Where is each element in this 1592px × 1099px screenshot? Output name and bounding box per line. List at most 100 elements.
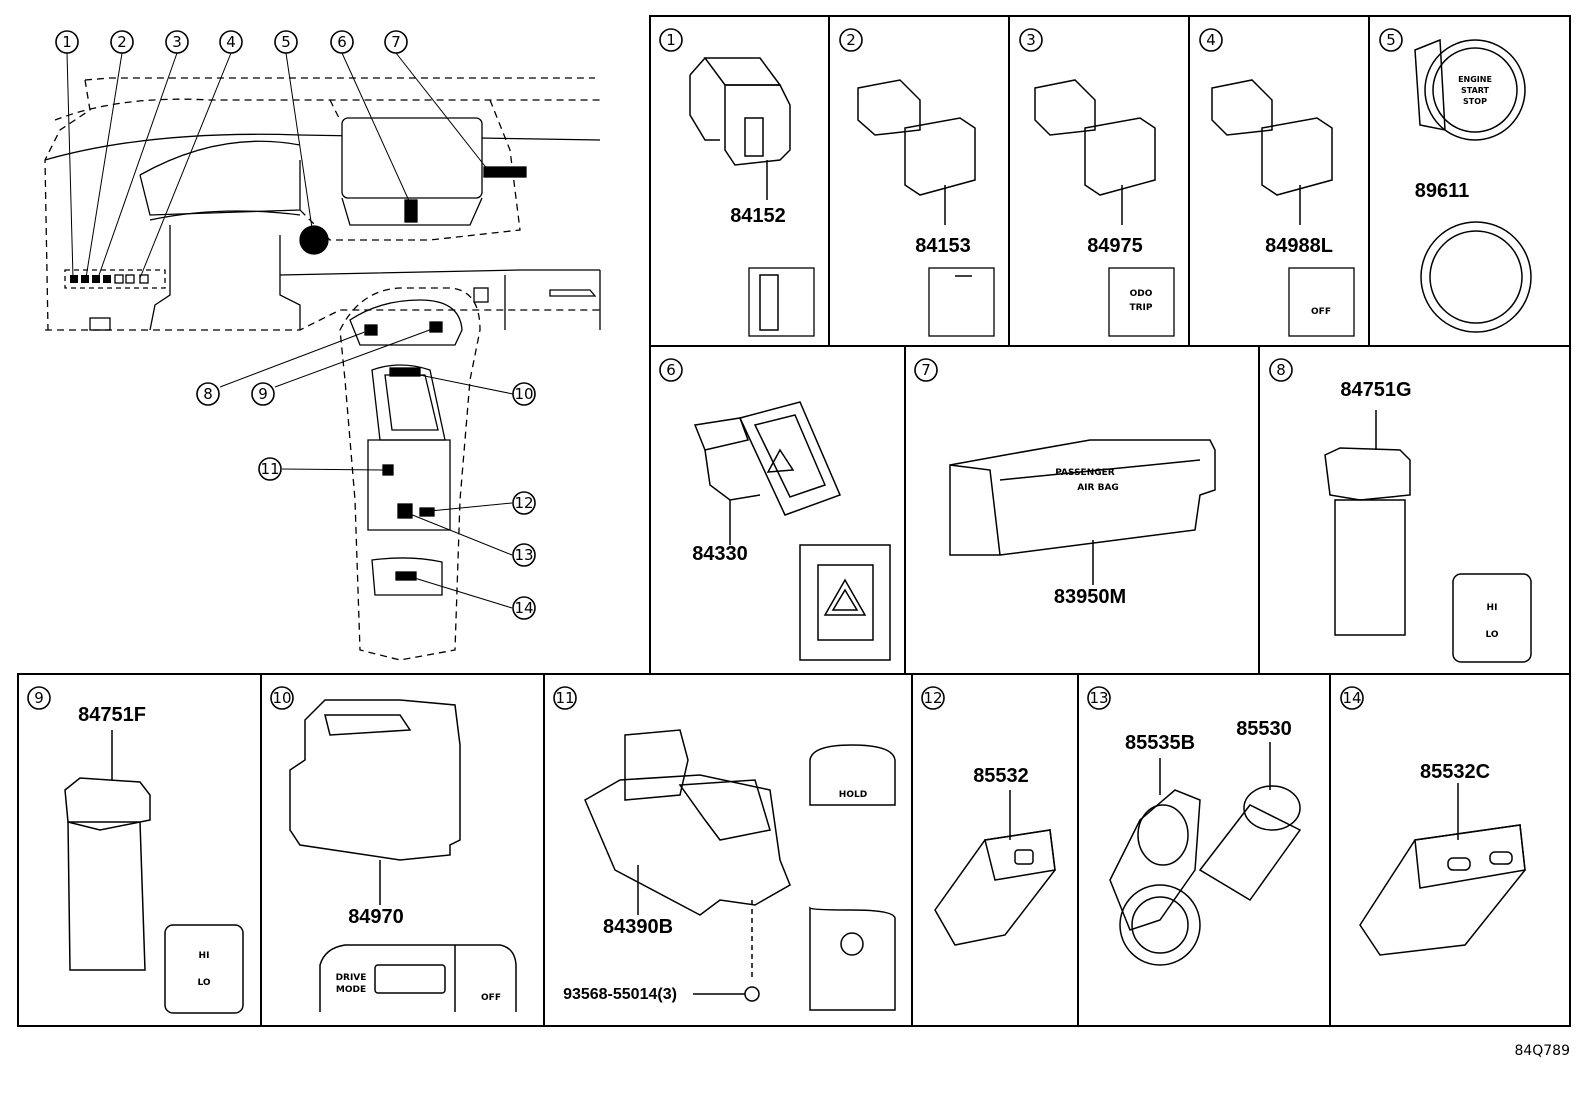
svg-text:1: 1 xyxy=(666,31,676,49)
svg-text:5: 5 xyxy=(1386,31,1396,49)
panel-callout-2: 2 xyxy=(839,28,863,52)
panel-callout-5: 5 xyxy=(1379,28,1403,52)
part-drawing-84988L xyxy=(1211,79,1355,337)
overview-callout-13: 13 xyxy=(512,543,536,567)
panel-callout-7: 7 xyxy=(914,358,938,382)
svg-text:6: 6 xyxy=(666,361,676,379)
svg-text:11: 11 xyxy=(555,689,574,707)
panel-callout-11: 11 xyxy=(553,686,577,710)
svg-text:8: 8 xyxy=(1276,361,1286,379)
part-number-3: 84975 xyxy=(1087,235,1143,257)
icon-label-5-2: STOP xyxy=(1463,97,1487,106)
overview-callout-4: 4 xyxy=(219,30,243,54)
panel-callout-6: 6 xyxy=(659,358,683,382)
overview-callout-6: 6 xyxy=(330,30,354,54)
part-drawing-85532C xyxy=(1359,783,1526,956)
overview-callout-10: 10 xyxy=(512,382,536,406)
overview-callout-2: 2 xyxy=(110,30,134,54)
svg-text:8: 8 xyxy=(203,385,213,403)
svg-text:1: 1 xyxy=(62,33,72,51)
svg-text:12: 12 xyxy=(923,689,942,707)
part-drawing-85535B-85530 xyxy=(1109,742,1302,966)
panel-callout-4: 4 xyxy=(1199,28,1223,52)
icon-label-10-1: MODE xyxy=(336,985,366,995)
part-number-5: 89611 xyxy=(1415,180,1470,202)
svg-text:4: 4 xyxy=(226,33,236,51)
overview-callout-11: 11 xyxy=(258,457,282,481)
icon-label-9-0: HI xyxy=(199,951,210,961)
diagram-code: 84Q789 xyxy=(1514,1043,1570,1059)
panel-callout-10: 10 xyxy=(270,686,294,710)
overview-callout-5: 5 xyxy=(274,30,298,54)
svg-text:2: 2 xyxy=(117,33,127,51)
icon-label-11-0: HOLD xyxy=(839,790,867,800)
icon-label-8-1: LO xyxy=(1485,630,1498,640)
part-number-10: 84970 xyxy=(348,906,404,928)
svg-text:4: 4 xyxy=(1206,31,1216,49)
part-drawing-83950M xyxy=(949,439,1216,585)
svg-text:2: 2 xyxy=(846,31,856,49)
svg-text:7: 7 xyxy=(391,33,401,51)
overview-callout-8: 8 xyxy=(196,382,220,406)
panel-callout-12: 12 xyxy=(921,686,945,710)
part-number-4: 84988L xyxy=(1265,235,1333,257)
svg-text:9: 9 xyxy=(258,385,268,403)
icon-label-4-0: OFF xyxy=(1311,307,1331,317)
panel-callout-1: 1 xyxy=(659,28,683,52)
icon-label-10-2: OFF xyxy=(481,993,501,1003)
part-number-1: 84152 xyxy=(730,205,786,227)
icon-label-5-0: ENGINE xyxy=(1458,75,1492,84)
part-number-8: 84751G xyxy=(1340,379,1411,401)
icon-label-5-1: START xyxy=(1461,86,1490,95)
part-drawing-84152 xyxy=(689,57,815,337)
panel-callout-13: 13 xyxy=(1087,686,1111,710)
overview-callout-3: 3 xyxy=(165,30,189,54)
part-drawing-84975 xyxy=(1034,79,1175,337)
svg-text:7: 7 xyxy=(921,361,931,379)
svg-text:3: 3 xyxy=(172,33,182,51)
part-drawing-84751F xyxy=(64,730,244,1014)
panel-callout-3: 3 xyxy=(1019,28,1043,52)
overview-callout-12: 12 xyxy=(512,491,536,515)
svg-text:10: 10 xyxy=(272,689,291,707)
overview-callout-14: 14 xyxy=(512,596,536,620)
svg-text:3: 3 xyxy=(1026,31,1036,49)
panel-drawings xyxy=(64,38,1532,1014)
part-drawing-84751G xyxy=(1324,410,1532,663)
icon-label-7-0: PASSENGER xyxy=(1055,468,1115,478)
part-number-11: 84390B xyxy=(603,916,673,938)
icon-label-3-0: ODO xyxy=(1130,289,1153,299)
icon-label-7-1: AIR BAG xyxy=(1077,483,1119,493)
overview-callout-7: 7 xyxy=(384,30,408,54)
panel-grid xyxy=(17,15,1571,1027)
part-number-9: 84751F xyxy=(78,704,146,726)
part-number-7: 83950M xyxy=(1054,586,1126,608)
icon-label-10-0: DRIVE xyxy=(336,973,367,983)
part-number-14: 85532C xyxy=(1420,761,1490,783)
panel-callout-9: 9 xyxy=(27,686,51,710)
svg-text:11: 11 xyxy=(260,460,279,478)
part-drawing-89611 xyxy=(1414,38,1532,333)
part-drawing-84153 xyxy=(857,79,995,337)
panel-labels: 184152284153384975ODOTRIP484988LOFF58961… xyxy=(27,28,1499,1003)
part-drawing-85532 xyxy=(934,790,1056,946)
svg-text:14: 14 xyxy=(514,599,533,617)
svg-text:13: 13 xyxy=(1089,689,1108,707)
panel-callout-14: 14 xyxy=(1340,686,1364,710)
svg-text:10: 10 xyxy=(514,385,533,403)
icon-label-8-0: HI xyxy=(1487,603,1498,613)
part-number-2: 84153 xyxy=(915,235,971,257)
part-drawing-84970 xyxy=(289,699,517,1012)
panel-callout-8: 8 xyxy=(1269,358,1293,382)
part-drawing-84390B xyxy=(584,729,896,1011)
icon-label-9-1: LO xyxy=(197,978,210,988)
dashboard-overview xyxy=(44,52,601,661)
part-drawing-84330 xyxy=(693,401,891,661)
overview-callout-9: 9 xyxy=(251,382,275,406)
svg-text:5: 5 xyxy=(281,33,291,51)
icon-label-3-1: TRIP xyxy=(1129,303,1152,313)
part-number-12: 85532 xyxy=(973,765,1029,787)
part-number-6: 84330 xyxy=(692,543,748,565)
sub-part-number-11: 93568-55014(3) xyxy=(563,986,677,1003)
